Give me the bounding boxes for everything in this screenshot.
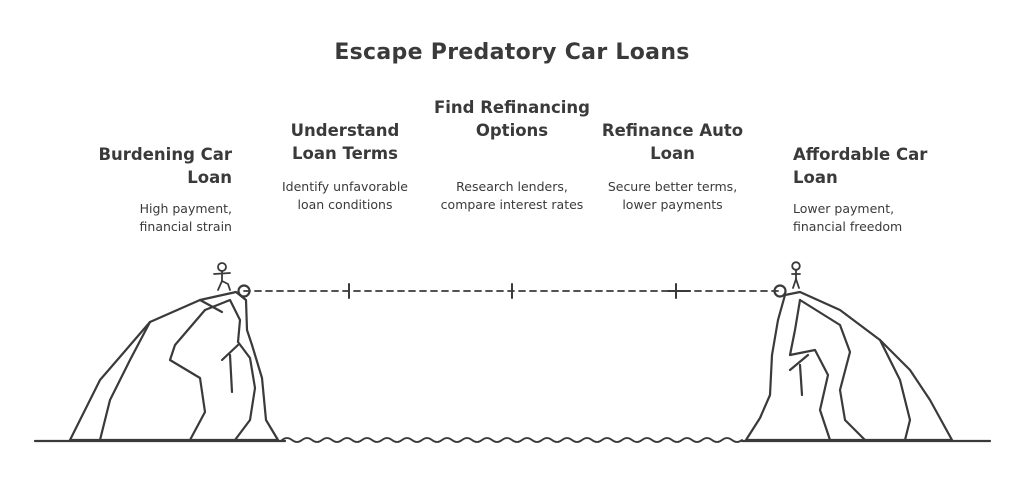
stage-4-description: Secure better terms, lower payments — [607, 179, 738, 212]
stage-5-description: Lower payment, financial freedom — [793, 201, 903, 234]
stage-1-title: Burdening Car Loan — [98, 145, 232, 187]
end-anchor — [773, 284, 787, 298]
person-icon — [213, 262, 231, 291]
cliff-icon — [68, 290, 280, 442]
person-icon — [791, 261, 801, 289]
water-waves-icon — [281, 437, 743, 443]
start-anchor — [237, 284, 251, 298]
page-title: Escape Predatory Car Loans — [334, 40, 690, 65]
stage-1-description: High payment, financial strain — [139, 201, 232, 234]
stage-2-title: Understand Loan Terms — [290, 121, 400, 163]
stage-5-title: Affordable Car Loan — [793, 145, 928, 187]
stage-3-title: Find Refinancing Options — [434, 98, 590, 140]
cliff-icon — [744, 290, 954, 442]
stage-2-description: Identify unfavorable loan conditions — [281, 179, 408, 212]
stage-4-title: Refinance Auto Loan — [601, 121, 744, 163]
stage-3-description: Research lenders, compare interest rates — [440, 179, 584, 212]
